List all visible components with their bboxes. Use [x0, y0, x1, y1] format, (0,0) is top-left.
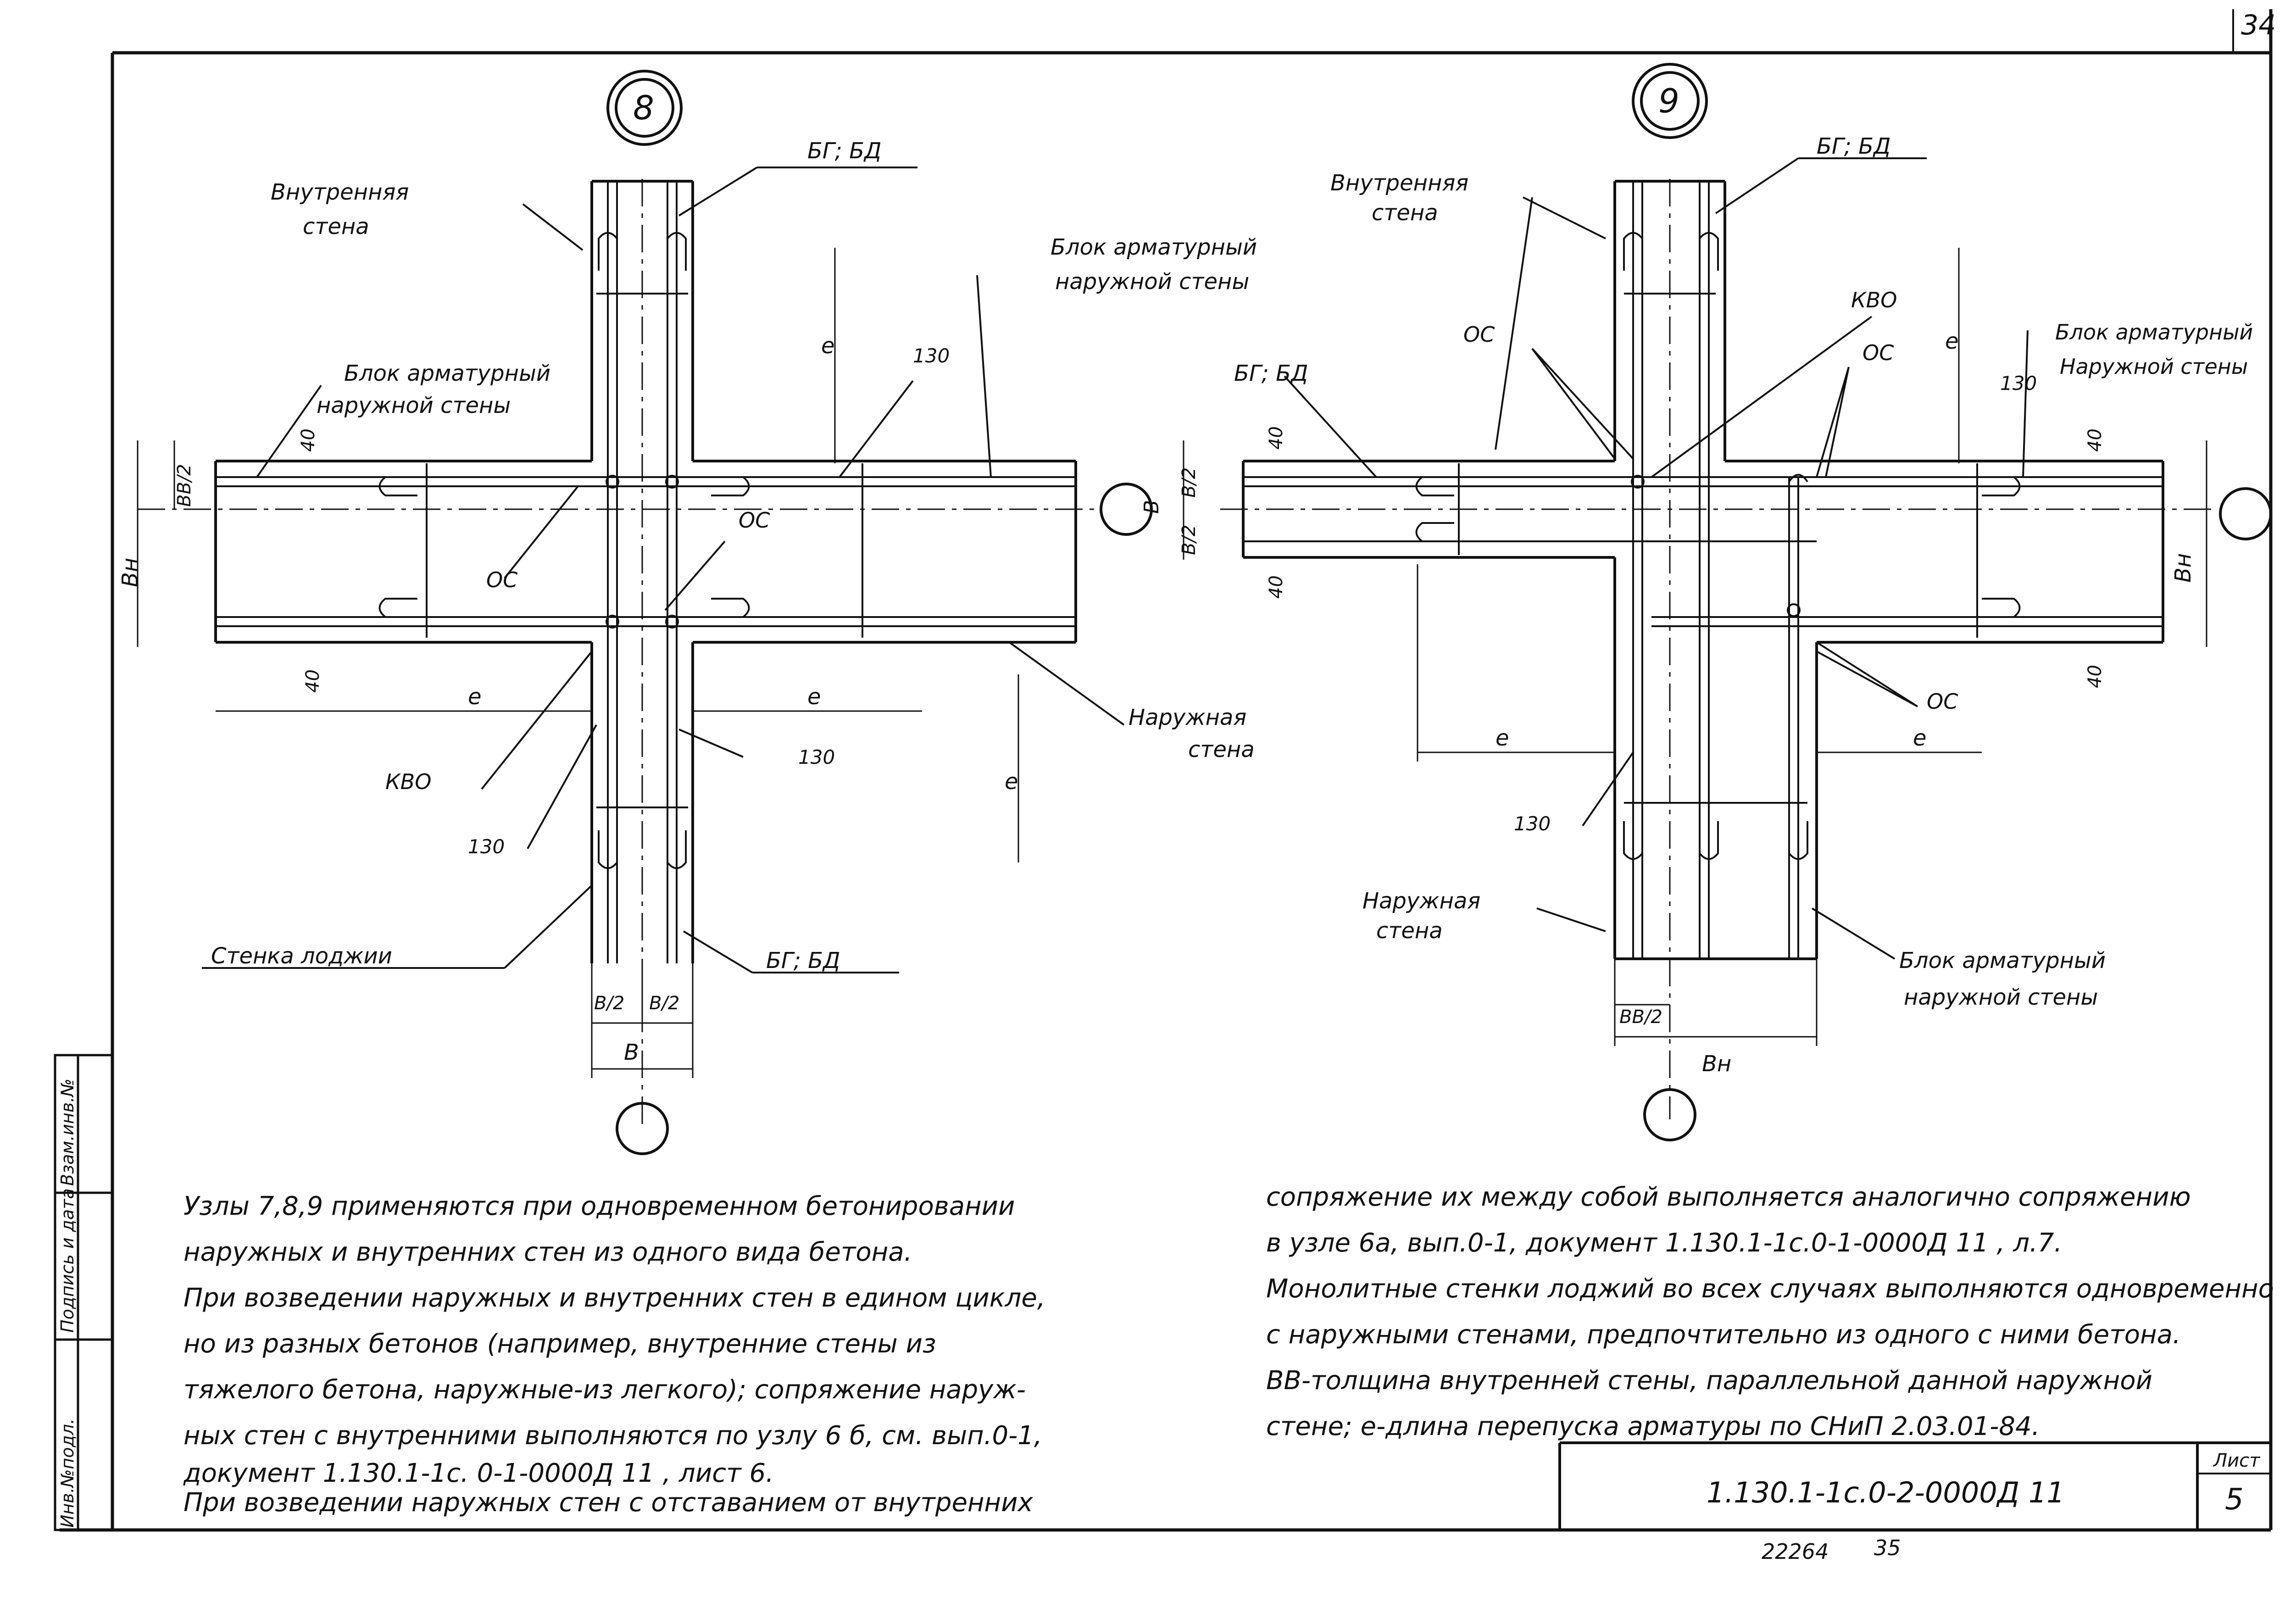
node-8-dim-130-top: 130: [913, 345, 950, 367]
node-9-outer-wall-2: стена: [1376, 918, 1443, 944]
node-9-dim-e-top: е: [1945, 328, 1959, 354]
note-left-line-7: документ 1.130.1-1с. 0-1-0000Д 11 , лист…: [183, 1458, 774, 1488]
node-9-os-right: ОС: [1862, 340, 1894, 365]
node-8-b2-left: В/2: [594, 993, 624, 1014]
note-right-line-4: с наружными стенами, предпочтительно из …: [1266, 1320, 2181, 1350]
node-9-dim-40-bottom: 40: [2085, 665, 2106, 688]
node-8-labels: 8 Внутренняя стена БГ; БД Блок арматурны…: [117, 89, 1257, 1065]
notes-right: сопряжение их между собой выполняется ан…: [1266, 1174, 2274, 1450]
node-9-dim-b2-top: В/2: [1179, 467, 1200, 498]
note-right-line-2: в узле 6а, вып.0-1, документ 1.130.1-1с.…: [1266, 1228, 2063, 1258]
node-9-dim-130-lower: 130: [1514, 812, 1551, 835]
node-9-dim-40-right: 40: [2085, 428, 2106, 452]
node-8-dim-bb2: ВВ/2: [174, 464, 195, 507]
page-number: 35: [1874, 1535, 1901, 1560]
node-8-kvo: КВО: [385, 769, 431, 794]
node-9-block-right-1: Блок арматурный: [2055, 320, 2253, 345]
archive-number: 22264: [1762, 1539, 1829, 1564]
node-9-os-top: ОС: [1463, 322, 1495, 347]
node-8-os-left: ОС: [486, 567, 517, 592]
note-left-line-8: При возведении наружных стен с отставани…: [183, 1488, 1033, 1518]
node-9-kvo: КВО: [1851, 288, 1897, 312]
note-right-line-3: Монолитные стенки лоджий во всех случаях…: [1266, 1274, 2274, 1304]
note-left-line-1: Узлы 7,8,9 применяются при одновременном…: [183, 1191, 1015, 1221]
note-left-line-2: наружных и внутренних стен из одного вид…: [183, 1237, 912, 1267]
stamp-vzam: Взам.инв.№: [57, 1079, 78, 1186]
side-stamp: [54, 1054, 114, 1531]
node-8-dim-bh: Вн: [117, 558, 143, 587]
note-left-line-4: но из разных бетонов (например, внутренн…: [183, 1329, 936, 1359]
node-9-block-bottom-2: наружной стены: [1904, 984, 2098, 1010]
node-8-b2-right: В/2: [649, 993, 679, 1014]
stamp-podpis: Подпись и дата: [57, 1188, 78, 1333]
node-8-dim-e-right: е: [807, 684, 821, 710]
title-block: [1558, 1441, 2271, 1530]
node-8-dim-130-lower: 130: [468, 835, 505, 858]
node-8-block-left-2: наружной стены: [317, 393, 511, 418]
node-9-bb2: ВВ/2: [1619, 1007, 1662, 1028]
note-left-line-6: ных стен с внутренними выполняются по уз…: [183, 1421, 1042, 1451]
node-8-bg-bd-bottom: БГ; БД: [766, 948, 840, 973]
node-8-dim-e-left: е: [468, 684, 482, 710]
document-code: 1.130.1-1с.0-2-0000Д 11: [1707, 1476, 2065, 1509]
node-8-number: 8: [633, 89, 654, 127]
node-8-dim-40-bottom: 40: [302, 669, 323, 693]
node-9-dim-e-left: е: [1496, 725, 1509, 751]
node-8-loggia-wall: Стенка лоджии: [211, 943, 392, 969]
node-8-os-right: ОС: [739, 508, 770, 533]
note-right-line-6: стене; е-длина перепуска арматуры по СНи…: [1266, 1412, 2040, 1441]
node-8-block-right-2: наружной стены: [1055, 269, 1249, 295]
node-9-outer-wall-1: Наружная: [1362, 888, 1480, 914]
node-8-outer-wall-1: Наружная: [1129, 705, 1246, 730]
node-9-dim-40-top: 40: [1266, 426, 1287, 450]
node-9-block-bottom-1: Блок арматурный: [1899, 948, 2106, 973]
node-9-dim-bh-right: Вн: [2170, 553, 2196, 583]
node-9-labels: 9 Внутренняя стена БГ; БД КВО ОС ОС е Бл…: [1140, 82, 2253, 1077]
drawing-frame: [60, 9, 2273, 1532]
node-9-bg-bd-top: БГ; БД: [1817, 133, 1891, 159]
node-9-dim-b2-bottom: В/2: [1179, 525, 1200, 555]
node-9-dim-130-top: 130: [2000, 372, 2037, 395]
node-8-dim-40-top: 40: [298, 428, 319, 452]
note-left-line-3: При возведении наружных и внутренних сте…: [183, 1283, 1045, 1313]
node-9-dim-b: В: [1140, 500, 1163, 514]
node-9-dim-40-left: 40: [1266, 575, 1287, 599]
notes-left: Узлы 7,8,9 применяются при одновременном…: [183, 1184, 1045, 1518]
note-left-line-5: тяжелого бетона, наружные-из легкого); с…: [183, 1375, 1026, 1405]
node-9-drawing: [1183, 63, 2272, 1141]
node-8-b: В: [624, 1040, 639, 1065]
node-9-bg-bd-left: БГ; БД: [1234, 361, 1308, 386]
node-8-outer-wall-2: стена: [1188, 737, 1255, 762]
node-9-inner-wall-1: Внутренняя: [1330, 170, 1468, 196]
node-9-dim-e-right: е: [1913, 725, 1927, 751]
node-9-number: 9: [1658, 82, 1679, 120]
stamp-inv-podl: Инв.№подл.: [57, 1418, 78, 1528]
node-8-dim-130-middle: 130: [798, 746, 835, 768]
node-8-bg-bd-top: БГ; БД: [807, 138, 882, 164]
node-8-block-right-1: Блок арматурный: [1051, 234, 1257, 260]
node-8-inner-wall-1: Внутренняя: [271, 179, 409, 205]
node-9-dim-bh-bottom: Вн: [1702, 1051, 1731, 1077]
node-8-drawing: [137, 70, 1153, 1155]
sheet-label: Лист: [2213, 1450, 2261, 1471]
node-8-inner-wall-2: стена: [303, 214, 369, 239]
note-right-line-1: сопряжение их между собой выполняется ан…: [1266, 1182, 2191, 1212]
sheet-number: 5: [2225, 1483, 2244, 1517]
note-right-line-5: ВВ-толщина внутренней стены, параллельно…: [1266, 1366, 2152, 1396]
corner-mark: 34: [2241, 9, 2276, 41]
node-8-dim-e-lower: е: [1005, 769, 1018, 795]
node-9-block-right-2: Наружной стены: [2060, 354, 2248, 379]
node-8-dim-e-vertical: е: [821, 333, 835, 359]
node-9-inner-wall-2: стена: [1372, 200, 1438, 226]
node-8-block-left-1: Блок арматурный: [344, 361, 550, 386]
node-9-os-lower: ОС: [1927, 689, 1958, 714]
